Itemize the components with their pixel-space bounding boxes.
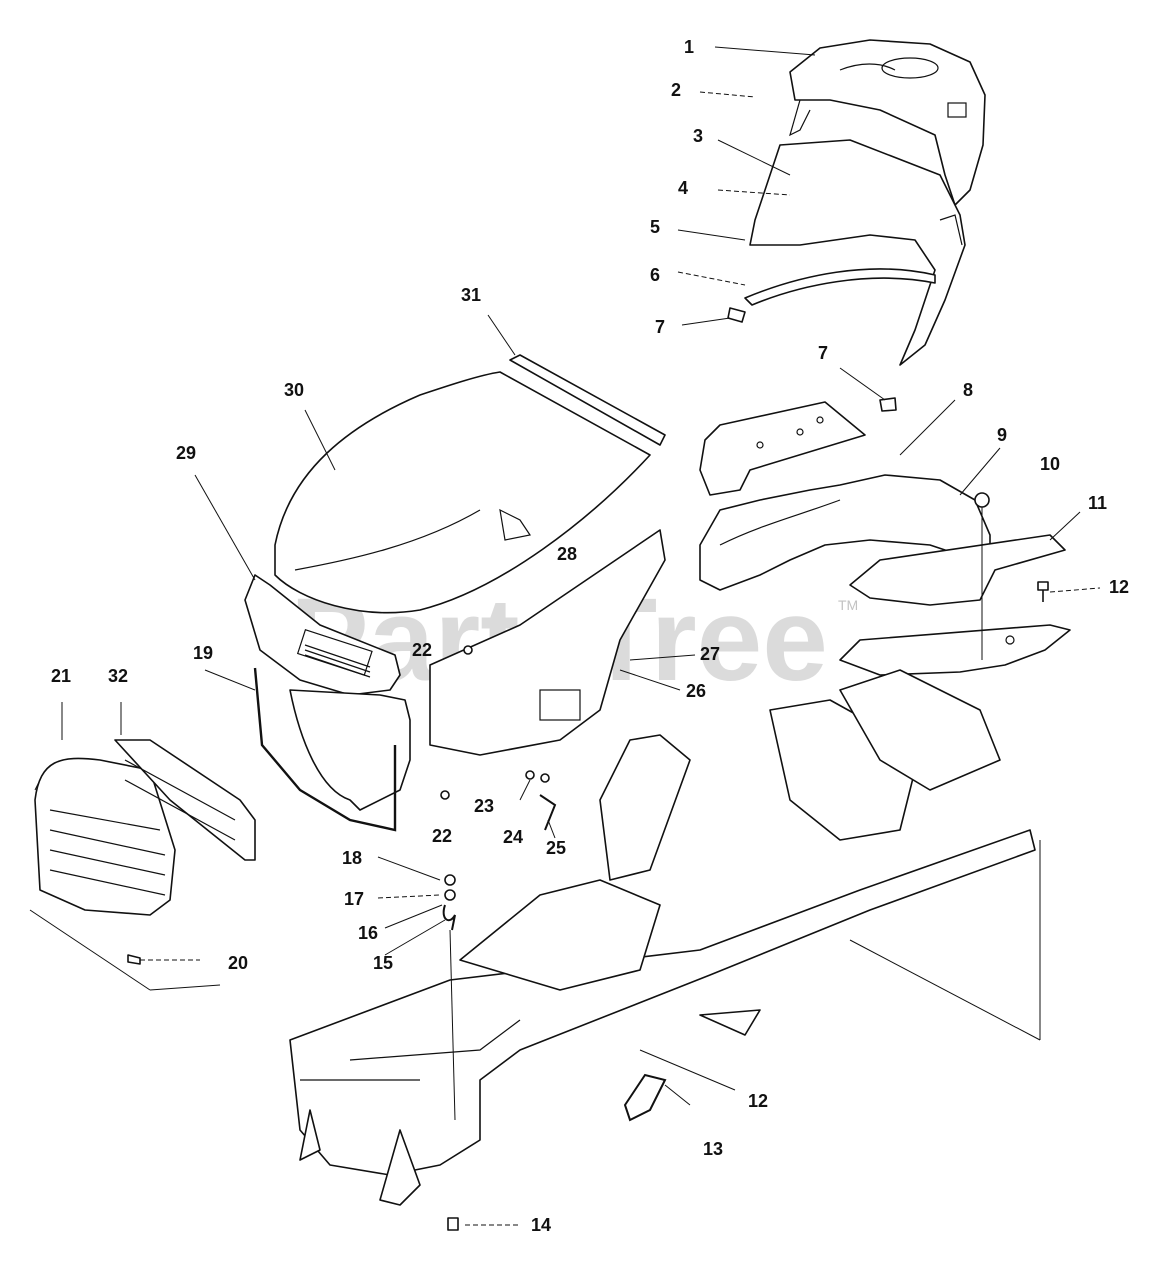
floor-plate — [699, 401, 866, 496]
callout-23: 23 — [474, 796, 494, 816]
foot-plate — [849, 534, 1066, 606]
callout-19: 19 — [193, 643, 213, 663]
callout-20: 20 — [228, 953, 248, 973]
washer — [525, 770, 535, 780]
lower-foot-plate — [839, 624, 1071, 676]
side-panel — [289, 529, 666, 811]
tractor-frame — [289, 669, 1036, 1206]
screw — [127, 954, 141, 965]
callout-10: 10 — [1040, 454, 1060, 474]
nut — [463, 645, 473, 655]
hood — [274, 371, 651, 614]
callout-8: 8 — [963, 380, 973, 400]
hardware-stack — [442, 874, 456, 1121]
hood-rod — [253, 667, 397, 832]
callout-16: 16 — [358, 923, 378, 943]
callout-9: 9 — [997, 425, 1007, 445]
washer — [540, 773, 550, 783]
callout-18: 18 — [342, 848, 362, 868]
headlight-assembly — [244, 574, 401, 696]
callout-25: 25 — [546, 838, 566, 858]
callout-17: 17 — [344, 889, 364, 909]
callout-15: 15 — [373, 953, 393, 973]
dash-lower-shroud — [749, 139, 966, 366]
callout-30: 30 — [284, 380, 304, 400]
callout-24: 24 — [503, 827, 523, 847]
nut — [440, 790, 450, 800]
callout-1: 1 — [684, 37, 694, 57]
bolt — [447, 1217, 459, 1231]
rear-fender — [699, 474, 991, 591]
callout-32: 32 — [108, 666, 128, 686]
callout-29: 29 — [176, 443, 196, 463]
callout-7b: 7 — [818, 343, 828, 363]
leader-lines — [29, 46, 1101, 1226]
callout-28: 28 — [557, 544, 577, 564]
callout-3: 3 — [693, 126, 703, 146]
callout-14: 14 — [531, 1215, 551, 1235]
clip — [727, 307, 746, 323]
callout-6: 6 — [650, 265, 660, 285]
callout-7a: 7 — [655, 317, 665, 337]
knob — [974, 492, 990, 508]
callout-2: 2 — [671, 80, 681, 100]
hood-seal — [509, 354, 666, 446]
clip — [879, 397, 897, 412]
latch-spring — [539, 794, 557, 831]
watermark-tm: TM — [838, 597, 858, 613]
callout-22b: 22 — [432, 826, 452, 846]
callout-12a: 12 — [1109, 577, 1129, 597]
callout-11: 11 — [1088, 493, 1107, 513]
seat-bracket — [623, 1073, 667, 1122]
dash-panel — [789, 39, 986, 206]
callout-31: 31 — [461, 285, 481, 305]
front-grille — [34, 739, 256, 916]
screw — [1037, 581, 1049, 602]
callout-27: 27 — [700, 644, 720, 664]
callout-21: 21 — [51, 666, 71, 686]
callout-4: 4 — [678, 178, 688, 198]
callout-22a: 22 — [412, 640, 432, 660]
callouts: 1 2 3 4 5 6 7 7 8 9 10 11 12 12 13 14 15… — [51, 37, 1129, 1235]
callout-12b: 12 — [748, 1091, 768, 1111]
callout-13: 13 — [703, 1139, 723, 1159]
callout-26: 26 — [686, 681, 706, 701]
callout-5: 5 — [650, 217, 660, 237]
trim-strip — [744, 268, 936, 306]
